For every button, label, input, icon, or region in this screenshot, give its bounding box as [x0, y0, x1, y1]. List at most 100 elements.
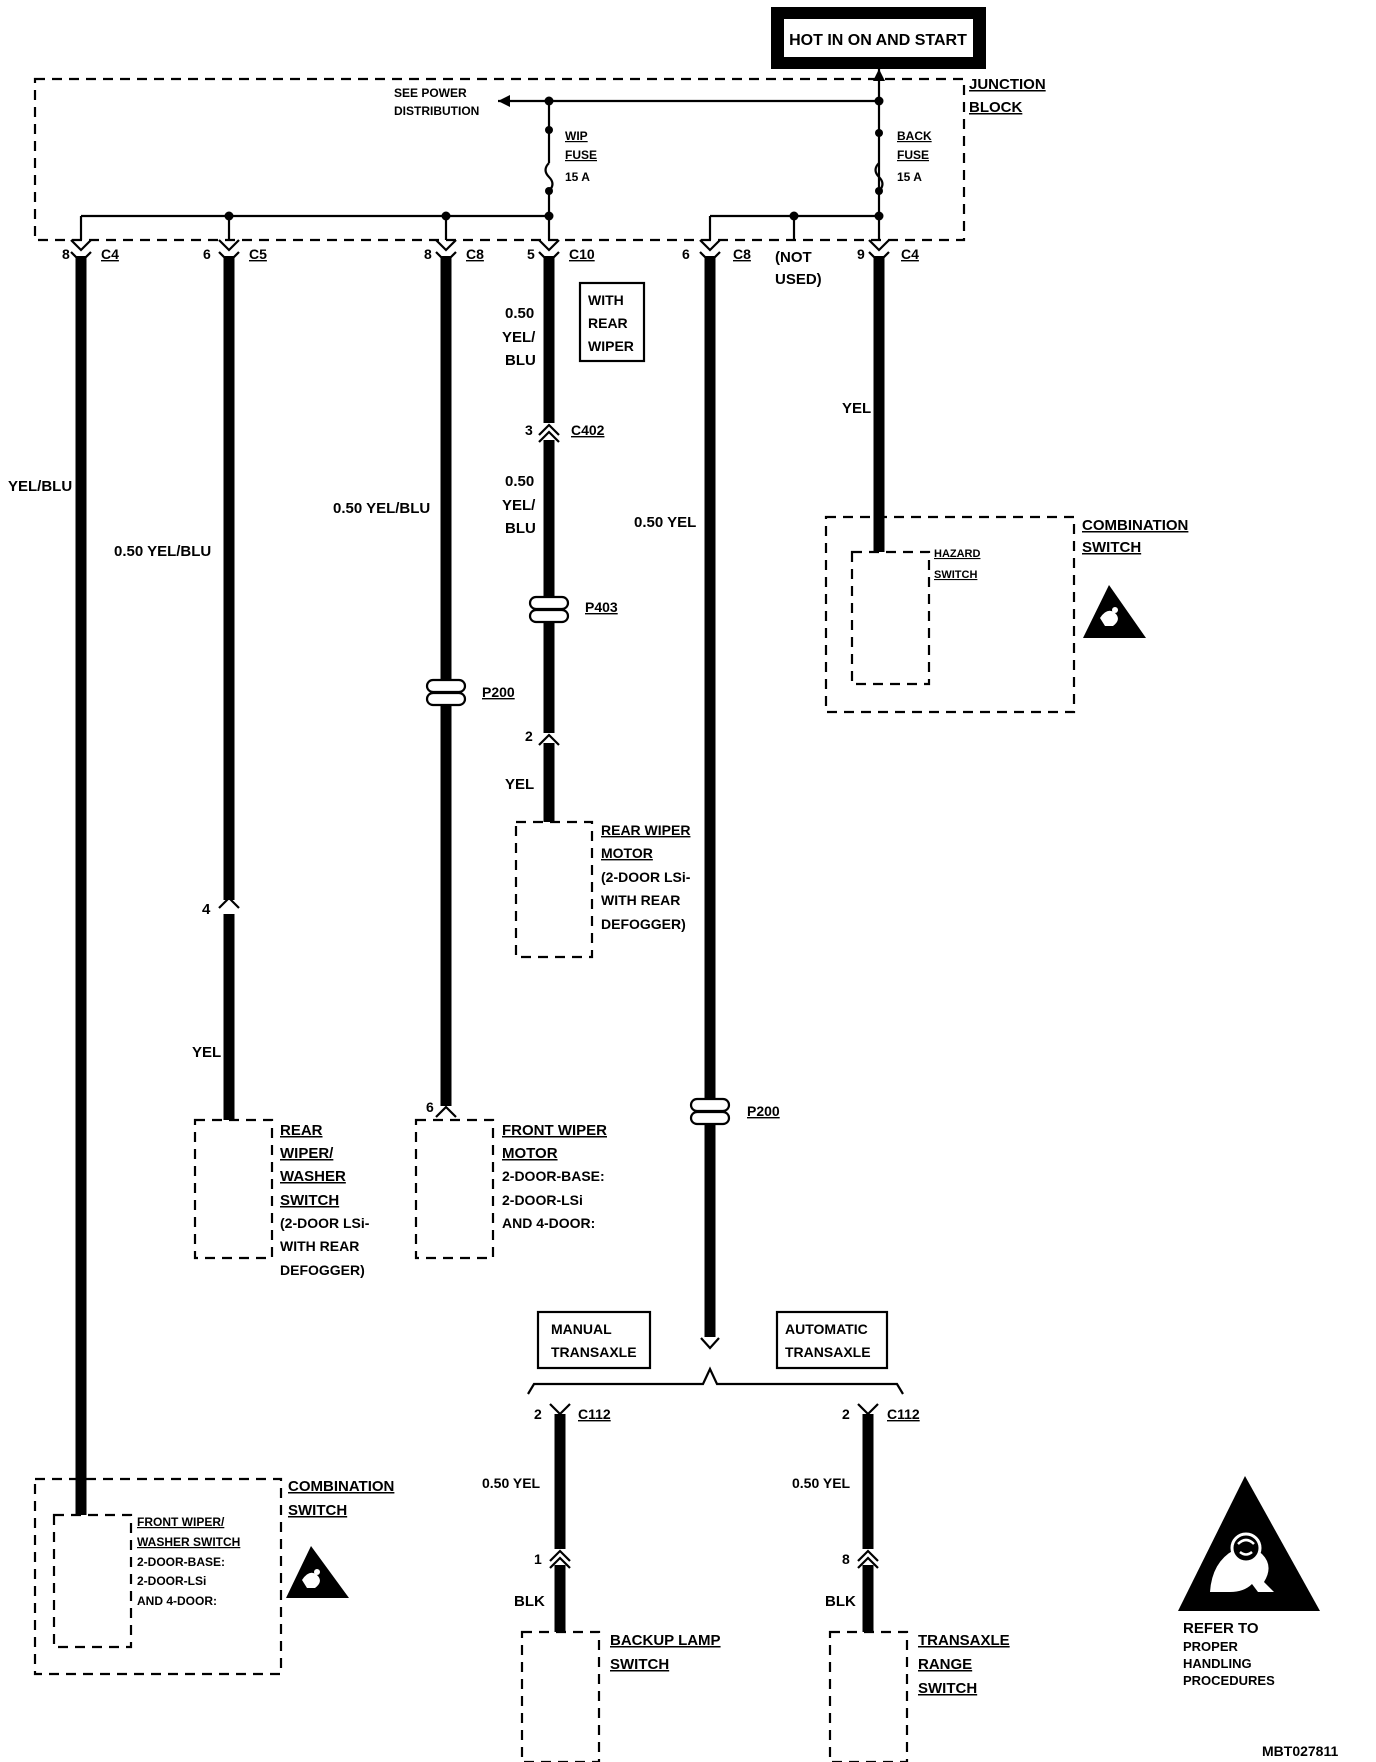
svg-text:2: 2 [534, 1406, 542, 1422]
rear-wiper-motor: REAR WIPER MOTOR (2-DOOR LSi- WITH REAR … [514, 820, 691, 959]
svg-text:MOTOR: MOTOR [502, 1145, 558, 1162]
junction-block-title: JUNCTION [969, 76, 1046, 93]
svg-text:C10: C10 [569, 246, 595, 262]
svg-text:P200: P200 [747, 1103, 780, 1119]
svg-text:MANUAL: MANUAL [551, 1321, 612, 1337]
svg-text:0.50: 0.50 [505, 305, 534, 322]
transaxle-range-switch: TRANSAXLE RANGE SWITCH [828, 1630, 1010, 1762]
transaxle-brace [527, 1366, 904, 1395]
splice-p200-left: P200 [425, 678, 515, 707]
connector-row: 8 C4 6 C5 8 C8 5 C10 6 C8 9 C4 [62, 239, 919, 264]
svg-text:YEL/BLU: YEL/BLU [8, 478, 72, 495]
see-power-distribution-label: SEE POWER [394, 86, 467, 100]
svg-text:0.50 YEL: 0.50 YEL [792, 1475, 851, 1491]
svg-text:2: 2 [842, 1406, 850, 1422]
automatic-transaxle-label: AUTOMATIC TRANSAXLE [775, 1310, 889, 1370]
junction-block: JUNCTION BLOCK SEE POWER DISTRIBUTION WI… [33, 69, 1046, 288]
wire-c10-rear-wiper: 0.50 YEL/ BLU 3 C402 0.50 YEL/ BLU 2 YEL [502, 256, 605, 822]
svg-text:C4: C4 [101, 246, 119, 262]
rear-wiper-washer-switch: REAR WIPER/ WASHER SWITCH (2-DOOR LSi- W… [193, 1118, 370, 1278]
wire-c4-hazard: YEL [842, 256, 885, 552]
svg-text:WIPER/: WIPER/ [280, 1145, 334, 1162]
connector-c5: 6 C5 [203, 246, 267, 262]
svg-text:C5: C5 [249, 246, 267, 262]
svg-text:YEL: YEL [842, 400, 871, 417]
svg-text:C112: C112 [578, 1406, 611, 1422]
svg-text:AND 4-DOOR:: AND 4-DOOR: [137, 1594, 217, 1608]
svg-text:SWITCH: SWITCH [288, 1502, 347, 1519]
svg-text:BLU: BLU [505, 352, 536, 369]
svg-text:MOTOR: MOTOR [601, 845, 653, 861]
svg-text:YEL/: YEL/ [502, 329, 536, 346]
svg-text:REAR: REAR [280, 1122, 323, 1139]
svg-text:2: 2 [525, 728, 533, 744]
wire-auto-range: 2 C112 0.50 YEL 8 BLK [792, 1403, 920, 1632]
svg-text:WASHER: WASHER [280, 1168, 346, 1185]
svg-text:USED): USED) [775, 271, 822, 288]
svg-text:SWITCH: SWITCH [1082, 539, 1141, 556]
svg-text:HOT IN ON AND START: HOT IN ON AND START [789, 32, 967, 49]
svg-text:WITH REAR: WITH REAR [601, 892, 680, 908]
svg-text:TRANSAXLE: TRANSAXLE [551, 1344, 637, 1360]
svg-text:0.50 YEL/BLU: 0.50 YEL/BLU [114, 543, 211, 560]
hot-in-on-and-start-label: HOT IN ON AND START [771, 7, 986, 69]
svg-text:DISTRIBUTION: DISTRIBUTION [394, 104, 479, 118]
figure-code: MBT027811 [1262, 1743, 1338, 1759]
svg-text:6: 6 [426, 1099, 434, 1115]
svg-text:WITH REAR: WITH REAR [280, 1238, 359, 1254]
svg-text:YEL: YEL [505, 776, 534, 793]
svg-text:15 A: 15 A [565, 170, 590, 184]
wire-manual-backup: 2 C112 0.50 YEL 1 BLK [482, 1403, 611, 1632]
svg-text:8: 8 [62, 246, 70, 262]
svg-text:AUTOMATIC: AUTOMATIC [785, 1321, 868, 1337]
svg-text:TRANSAXLE: TRANSAXLE [785, 1344, 871, 1360]
svg-text:SWITCH: SWITCH [610, 1656, 669, 1673]
connector-c4-right: 9 C4 [857, 246, 919, 262]
hazard-switch-label: HAZARD [934, 548, 980, 560]
svg-text:3: 3 [525, 422, 533, 438]
splice-p200-right: P200 [689, 1097, 780, 1126]
svg-text:P200: P200 [482, 684, 515, 700]
svg-text:PROPER: PROPER [1183, 1639, 1239, 1654]
svg-text:WIPER: WIPER [588, 338, 634, 354]
svg-text:0.50 YEL: 0.50 YEL [634, 514, 696, 531]
svg-text:2-DOOR-BASE:: 2-DOOR-BASE: [137, 1555, 225, 1569]
combination-switch-right: COMBINATION SWITCH HAZARD SWITCH [824, 515, 1188, 714]
svg-text:RANGE: RANGE [918, 1656, 972, 1673]
wire-c5-rear-washer: 0.50 YEL/BLU 4 YEL [114, 256, 240, 1120]
not-used-label: (NOT [775, 249, 812, 266]
svg-text:2-DOOR-LSi: 2-DOOR-LSi [137, 1574, 206, 1588]
connector-c4-left: 8 C4 [62, 246, 119, 262]
with-rear-wiper-option-box: WITH REAR WIPER [578, 281, 646, 363]
svg-text:TRANSAXLE: TRANSAXLE [918, 1632, 1010, 1649]
svg-text:0.50 YEL: 0.50 YEL [482, 1475, 541, 1491]
svg-text:2-DOOR-LSi: 2-DOOR-LSi [502, 1192, 583, 1208]
front-wiper-motor: FRONT WIPER MOTOR 2-DOOR-BASE: 2-DOOR-LS… [414, 1118, 607, 1260]
svg-text:(2-DOOR LSi-: (2-DOOR LSi- [280, 1215, 370, 1231]
svg-text:AND 4-DOOR:: AND 4-DOOR: [502, 1215, 595, 1231]
svg-text:6: 6 [682, 246, 690, 262]
svg-text:0.50: 0.50 [505, 473, 534, 490]
svg-text:C4: C4 [901, 246, 919, 262]
splice-p403: P403 [528, 595, 618, 624]
svg-text:BACK: BACK [897, 129, 932, 143]
svg-text:1: 1 [534, 1551, 542, 1567]
svg-text:SWITCH: SWITCH [918, 1680, 977, 1697]
svg-text:DEFOGGER): DEFOGGER) [601, 916, 686, 932]
svg-text:2-DOOR-BASE:: 2-DOOR-BASE: [502, 1168, 605, 1184]
handling-procedures-notice: REFER TO PROPER HANDLING PROCEDURES [1178, 1476, 1320, 1688]
svg-text:C402: C402 [571, 422, 605, 438]
svg-text:FUSE: FUSE [565, 148, 597, 162]
svg-text:8: 8 [842, 1551, 850, 1567]
svg-text:0.50 YEL/BLU: 0.50 YEL/BLU [333, 500, 430, 517]
svg-text:C8: C8 [466, 246, 484, 262]
manual-transaxle-label: MANUAL TRANSAXLE [536, 1310, 652, 1370]
svg-text:BLU: BLU [505, 520, 536, 537]
svg-text:C8: C8 [733, 246, 751, 262]
wire-yel-blu-left: YEL/BLU [8, 256, 87, 1515]
svg-text:COMBINATION: COMBINATION [1082, 517, 1188, 534]
svg-text:SWITCH: SWITCH [280, 1192, 339, 1209]
svg-text:REAR WIPER: REAR WIPER [601, 822, 690, 838]
wire-c8-transaxle: 0.50 YEL [634, 256, 720, 1350]
